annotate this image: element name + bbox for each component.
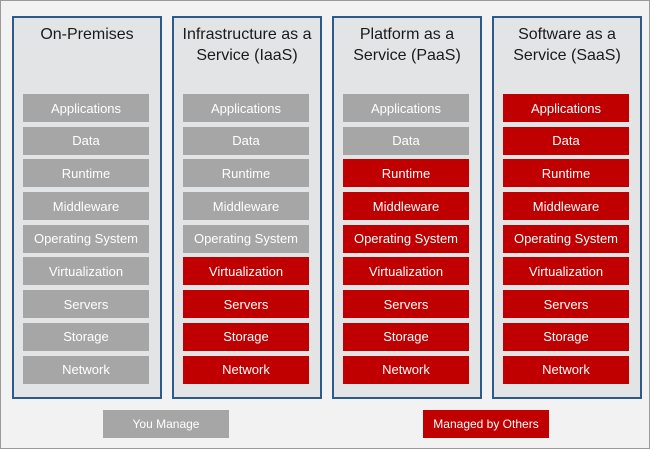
layer-runtime: Runtime bbox=[23, 159, 149, 188]
column-title: Software as a Service (SaaS) bbox=[513, 26, 621, 64]
layer-operating-system: Operating System bbox=[183, 224, 309, 253]
layer-network: Network bbox=[343, 355, 469, 384]
layer-runtime: Runtime bbox=[503, 159, 629, 188]
layer-storage: Storage bbox=[343, 322, 469, 351]
layer-applications: Applications bbox=[183, 94, 309, 122]
layer-virtualization: Virtualization bbox=[343, 257, 469, 286]
legend-you-manage: You Manage bbox=[103, 410, 229, 438]
layer-runtime: Runtime bbox=[343, 159, 469, 188]
layer-applications: Applications bbox=[23, 94, 149, 122]
layer-data: Data bbox=[23, 126, 149, 155]
layer-middleware: Middleware bbox=[183, 192, 309, 221]
layer-applications: Applications bbox=[343, 94, 469, 122]
column-iaas: Infrastructure as a Service (IaaS) Applic… bbox=[172, 16, 322, 399]
legend-managed-by-others: Managed by Others bbox=[423, 410, 549, 438]
column-title: On-Premises bbox=[40, 26, 134, 43]
layer-network: Network bbox=[183, 355, 309, 384]
column-saas: Software as a Service (SaaS) Applications… bbox=[492, 16, 642, 399]
layer-servers: Servers bbox=[343, 290, 469, 319]
layer-servers: Servers bbox=[503, 290, 629, 319]
layer-network: Network bbox=[503, 355, 629, 384]
layer-virtualization: Virtualization bbox=[23, 257, 149, 286]
column-title: Platform as a Service (PaaS) bbox=[353, 26, 461, 64]
layer-storage: Storage bbox=[183, 322, 309, 351]
layer-virtualization: Virtualization bbox=[503, 257, 629, 286]
layer-middleware: Middleware bbox=[343, 192, 469, 221]
layer-applications: Applications bbox=[503, 94, 629, 122]
layer-middleware: Middleware bbox=[503, 192, 629, 221]
layer-operating-system: Operating System bbox=[503, 224, 629, 253]
layer-storage: Storage bbox=[503, 322, 629, 351]
layer-operating-system: Operating System bbox=[343, 224, 469, 253]
layer-servers: Servers bbox=[183, 290, 309, 319]
layer-virtualization: Virtualization bbox=[183, 257, 309, 286]
column-paas: Platform as a Service (PaaS) Applications… bbox=[332, 16, 482, 399]
layer-servers: Servers bbox=[23, 290, 149, 319]
layer-middleware: Middleware bbox=[23, 192, 149, 221]
column-title: Infrastructure as a Service (IaaS) bbox=[182, 26, 312, 64]
layer-storage: Storage bbox=[23, 322, 149, 351]
layer-data: Data bbox=[183, 126, 309, 155]
layer-runtime: Runtime bbox=[183, 159, 309, 188]
layer-data: Data bbox=[343, 126, 469, 155]
layer-operating-system: Operating System bbox=[23, 224, 149, 253]
layer-data: Data bbox=[503, 126, 629, 155]
layer-network: Network bbox=[23, 355, 149, 384]
